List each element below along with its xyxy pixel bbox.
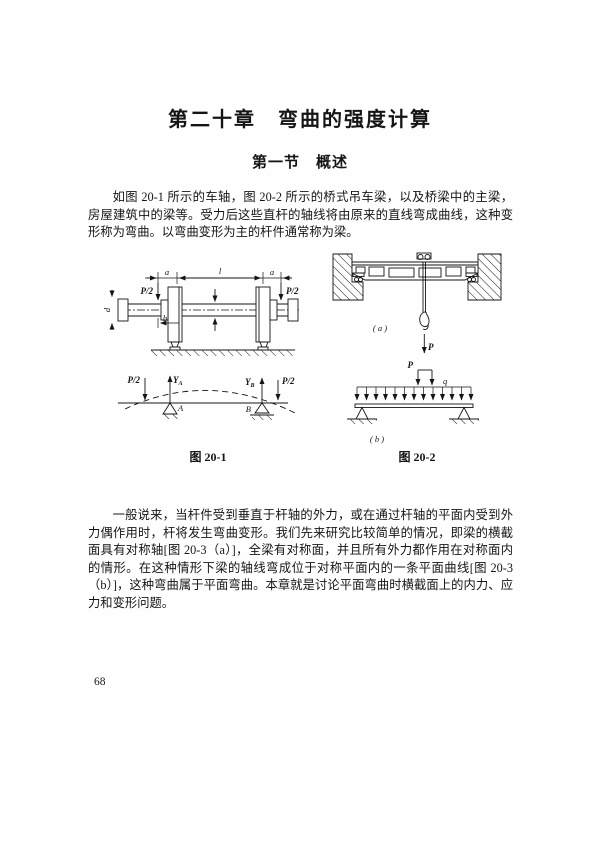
b-dimension [157, 318, 179, 328]
loaded-beam-drawing [347, 369, 479, 424]
section-title: 第一节 概述 [251, 154, 348, 171]
distributed-load [354, 386, 474, 401]
dimension-line [145, 272, 292, 284]
subfigure-b-label: ( b ) [370, 434, 384, 444]
right-journal-cap [287, 298, 299, 322]
left-load-label: P/2 [141, 286, 154, 296]
ground-hatching [151, 349, 295, 356]
reaction-B-label: YB [245, 377, 255, 389]
chapter-title: 第二十章 弯曲的强度计算 [168, 109, 432, 131]
dim-a-right-label: a [270, 267, 274, 277]
left-wheel [160, 286, 183, 351]
right-wheel [255, 286, 278, 351]
crane-hook [419, 311, 430, 330]
distributed-load-label: q [443, 376, 448, 386]
beam-left-load-label: P/2 [128, 375, 141, 385]
subfigure-a-label: ( a ) [373, 323, 387, 333]
left-end-truck [352, 272, 365, 282]
beam-model-drawing [118, 375, 296, 420]
beam-right-support [449, 406, 479, 424]
right-end-truck [465, 272, 478, 282]
paragraph-general: 一般说来，当杆件受到垂直于杆轴的外力，或在通过杆轴的平面内受到外力偶作用时，杆将… [88, 508, 513, 610]
support-A [161, 402, 179, 419]
beam-left-support [347, 406, 377, 424]
axle-drawing [109, 272, 300, 356]
concentrated-force-bracket [415, 369, 435, 386]
dim-a-left-label: a [165, 267, 169, 277]
crane-girder [351, 261, 479, 281]
left-journal-cap [117, 298, 129, 322]
dim-b-label: b [163, 313, 167, 323]
dim-d-label: d [102, 307, 112, 312]
right-wall [467, 253, 502, 301]
hook-force-label: P [428, 342, 434, 352]
hoist-trolley [416, 252, 432, 260]
support-B-label: B [246, 404, 251, 414]
figure-20-2-crane-diagram: ( a ) P [332, 252, 502, 444]
figure-20-1-axle-diagram: a l a P/2 P/2 b d P/2 P/2 Y [102, 266, 300, 420]
support-B [250, 402, 274, 420]
beam-body [354, 403, 474, 408]
figure-20-2-caption: 图 20-2 [398, 450, 436, 464]
figure-20-1-caption: 图 20-1 [189, 450, 227, 464]
beam-force-label: P [408, 360, 414, 370]
left-wall [332, 253, 364, 301]
right-load-label: P/2 [286, 286, 299, 296]
support-A-label: A [177, 403, 184, 413]
beam-right-load-label: P/2 [282, 376, 295, 386]
reaction-A-label: YA [173, 375, 183, 387]
crane-drawing [332, 252, 502, 354]
deflection-curve [124, 390, 296, 414]
paragraph-intro: 如图 20-1 所示的车轴，图 20-2 所示的桥式吊车梁，以及桥梁中的主梁，房… [88, 190, 513, 240]
page-number: 68 [94, 676, 106, 688]
dim-span-label: l [219, 266, 222, 276]
